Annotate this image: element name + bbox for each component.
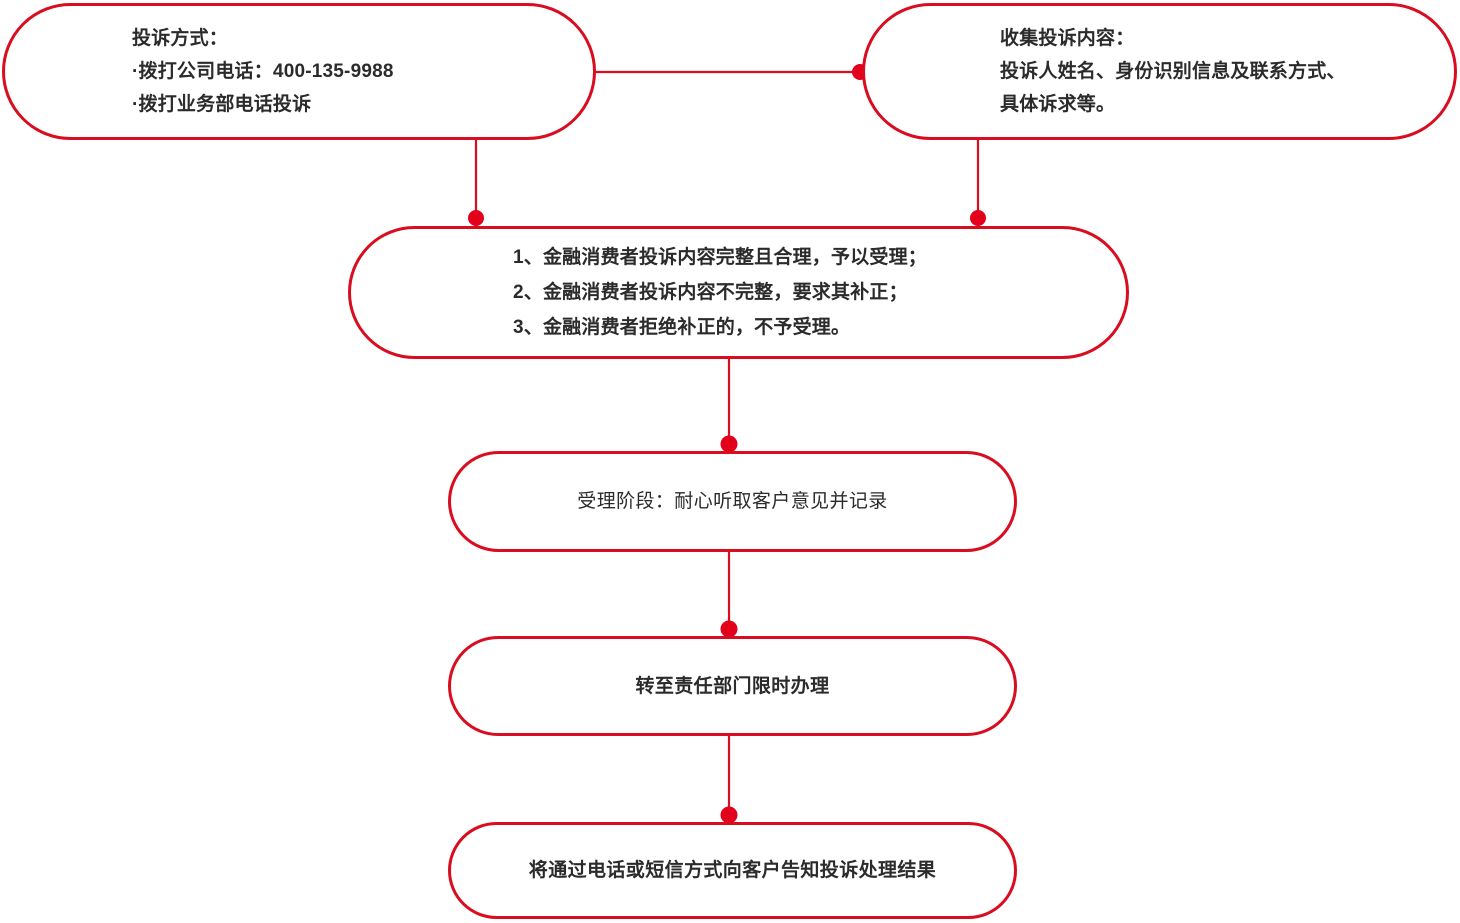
node-label: 将通过电话或短信方式向客户告知投诉处理结果 — [528, 860, 937, 881]
connector-accept-to-transfer — [720, 551, 738, 638]
connector-endpoint-dot — [468, 210, 484, 226]
node-transfer-to-department[interactable]: 转至责任部门限时办理 — [448, 636, 1017, 736]
node-line: ·拨打业务部电话投诉 — [132, 94, 312, 115]
node-notify-result[interactable]: 将通过电话或短信方式向客户告知投诉处理结果 — [448, 822, 1017, 919]
node-triage-rules[interactable]: 1、金融消费者投诉内容完整且合理，予以受理； 2、金融消费者投诉内容不完整，要求… — [348, 226, 1129, 359]
node-text-block: 投诉方式： ·拨打公司电话：400-135-9988 ·拨打业务部电话投诉 — [132, 29, 593, 114]
node-complaint-channel[interactable]: 投诉方式： ·拨打公司电话：400-135-9988 ·拨打业务部电话投诉 — [2, 3, 596, 140]
node-collect-complaint-content[interactable]: 收集投诉内容： 投诉人姓名、身份识别信息及联系方式、 具体诉求等。 — [862, 3, 1457, 140]
node-label: 转至责任部门限时办理 — [635, 675, 830, 697]
node-line: 具体诉求等。 — [1000, 94, 1116, 115]
connector-transfer-to-notify — [720, 736, 738, 824]
node-line: 2、金融消费者投诉内容不完整，要求其补正； — [513, 282, 908, 303]
node-line: 投诉人姓名、身份识别信息及联系方式、 — [1000, 61, 1346, 82]
connector-endpoint-dot — [720, 435, 738, 453]
node-line: 收集投诉内容： — [1000, 28, 1135, 49]
node-acceptance-stage[interactable]: 受理阶段：耐心听取客户意见并记录 — [448, 451, 1017, 552]
node-label: 受理阶段：耐心听取客户意见并记录 — [577, 491, 888, 512]
node-line: 投诉方式： — [132, 28, 229, 49]
connector-endpoint-dot — [720, 620, 738, 638]
node-line: ·拨打公司电话：400-135-9988 — [132, 61, 394, 82]
connector-endpoint-dot — [970, 210, 986, 226]
connector-channel-to-collect — [595, 64, 868, 80]
connector-triage-to-accept — [720, 358, 738, 453]
node-line: 3、金融消费者拒绝补正的，不予受理。 — [513, 317, 851, 338]
connector-collect-to-triage — [970, 139, 986, 226]
node-text-block: 1、金融消费者投诉内容完整且合理，予以受理； 2、金融消费者投诉内容不完整，要求… — [513, 248, 1126, 337]
node-line: 1、金融消费者投诉内容完整且合理，予以受理； — [513, 247, 927, 268]
connector-endpoint-dot — [720, 806, 738, 824]
node-text-block: 收集投诉内容： 投诉人姓名、身份识别信息及联系方式、 具体诉求等。 — [1000, 29, 1454, 114]
connector-channel-to-triage — [468, 139, 484, 226]
